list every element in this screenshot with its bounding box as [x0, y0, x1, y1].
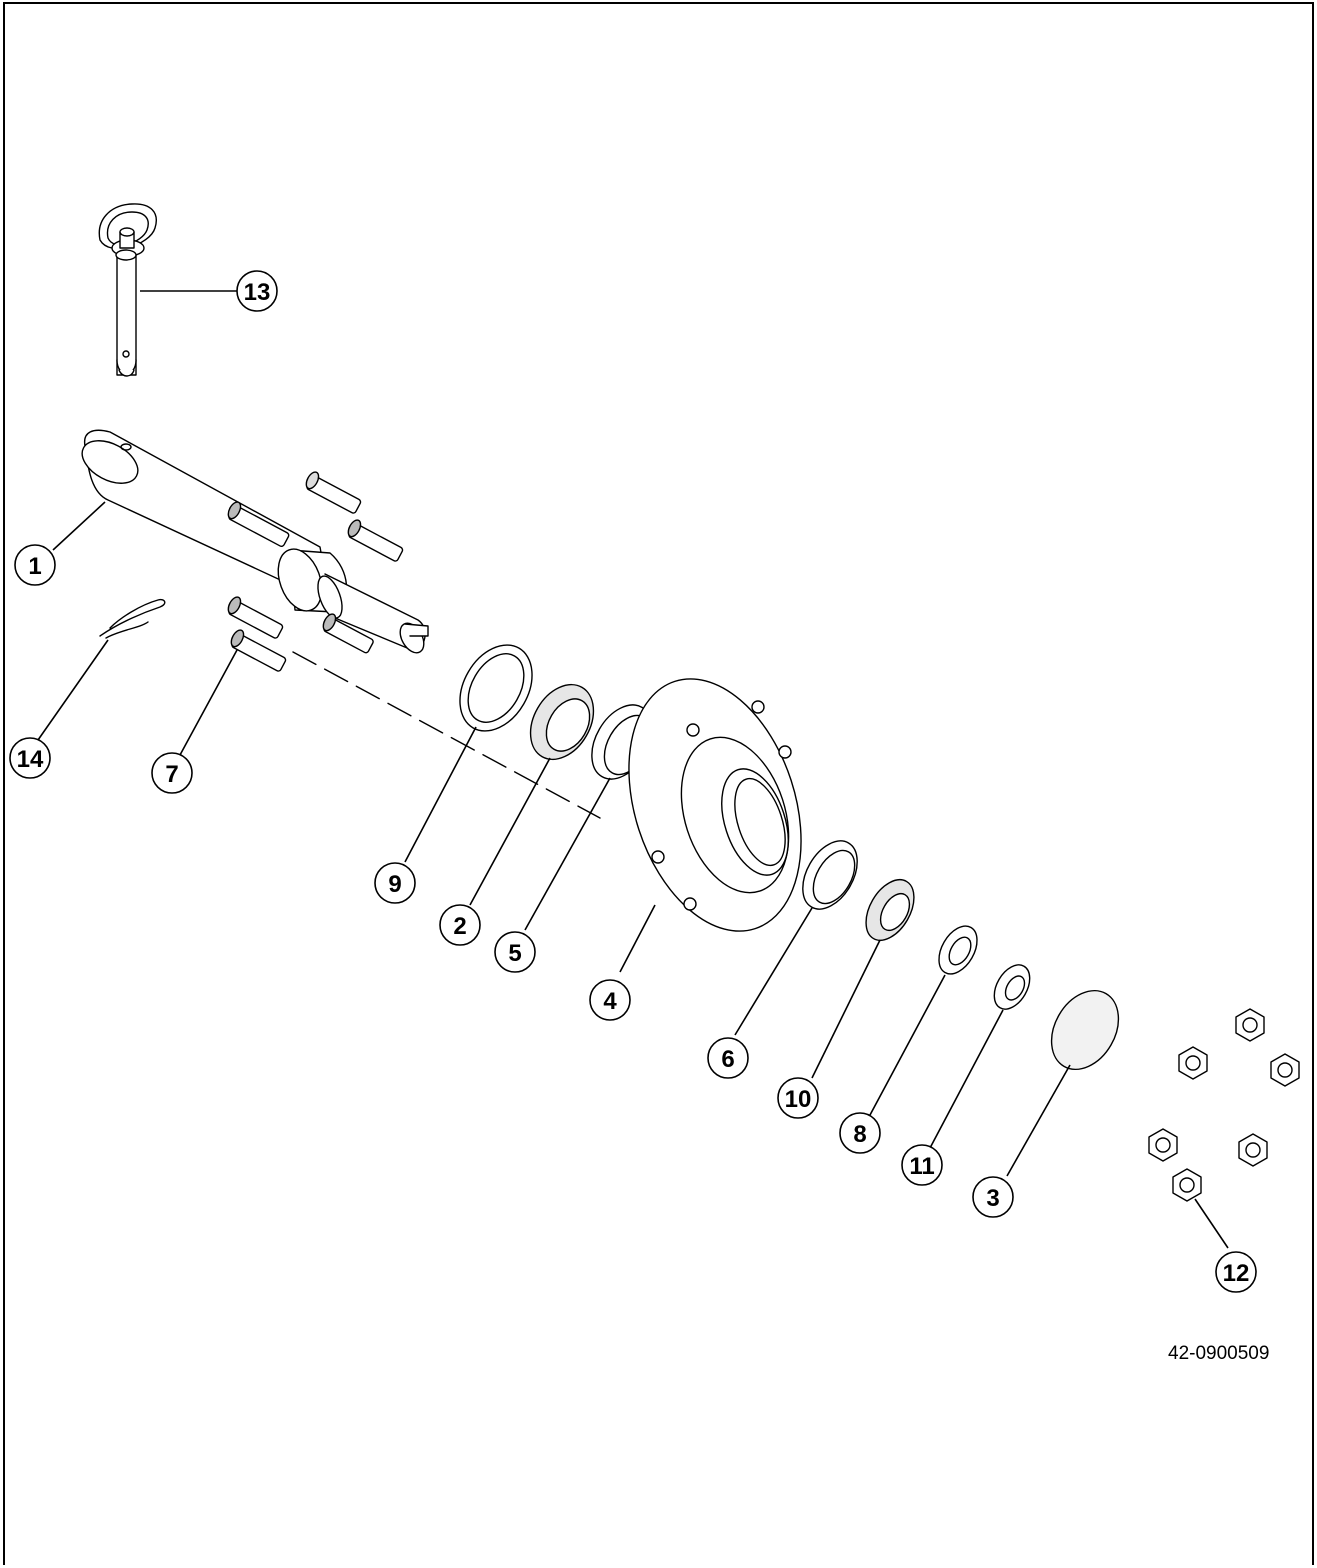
svg-text:12: 12 — [1223, 1260, 1250, 1287]
hairpin-clip-part — [99, 598, 166, 639]
drawing-number: 42-0900509 — [1168, 1343, 1270, 1364]
svg-text:3: 3 — [986, 1185, 999, 1212]
svg-text:6: 6 — [721, 1046, 734, 1073]
callout-11: 11 — [901, 1144, 943, 1186]
outer-bearing-cup-part — [802, 840, 858, 910]
inner-bearing-cone-part — [529, 683, 595, 761]
callout-14: 14 — [9, 737, 51, 779]
svg-text:4: 4 — [603, 988, 617, 1015]
wheel-hub-part — [628, 678, 802, 932]
svg-text:8: 8 — [853, 1121, 866, 1148]
svg-text:11: 11 — [909, 1153, 934, 1180]
callout-9: 9 — [374, 862, 416, 904]
callout-13: 13 — [236, 270, 278, 312]
callout-2: 2 — [439, 904, 481, 946]
callout-7: 7 — [151, 752, 193, 794]
callout-3: 3 — [972, 1176, 1014, 1218]
svg-text:5: 5 — [508, 940, 521, 967]
svg-text:9: 9 — [388, 871, 401, 898]
dust-cap-part — [1050, 989, 1120, 1071]
callout-5: 5 — [494, 931, 536, 973]
svg-text:1: 1 — [28, 553, 41, 580]
tab-washer-part — [938, 925, 978, 975]
spindle-part — [81, 429, 429, 654]
leader-lines — [37, 290, 1229, 1249]
callout-10: 10 — [777, 1077, 819, 1119]
callout-4: 4 — [589, 979, 631, 1021]
wheel-stud-parts — [227, 471, 404, 672]
lug-nut-parts — [1148, 1008, 1300, 1202]
spindle-nut-part — [993, 964, 1031, 1010]
callout-6: 6 — [707, 1037, 749, 1079]
outer-bearing-cone-part — [865, 879, 915, 941]
drawing-frame — [3, 2, 1314, 1565]
svg-text:7: 7 — [165, 761, 178, 788]
callout-1: 1 — [14, 544, 56, 586]
svg-text:14: 14 — [17, 746, 44, 773]
hitch-pin-part — [98, 203, 157, 377]
callout-8: 8 — [839, 1112, 881, 1154]
svg-text:13: 13 — [244, 279, 271, 306]
callout-bubbles: 13 1 14 7 9 2 5 4 6 10 8 11 3 12 — [9, 270, 1257, 1293]
svg-text:2: 2 — [453, 913, 466, 940]
svg-text:10: 10 — [785, 1086, 812, 1113]
callout-12: 12 — [1215, 1251, 1257, 1293]
grease-seal-part — [459, 644, 533, 732]
